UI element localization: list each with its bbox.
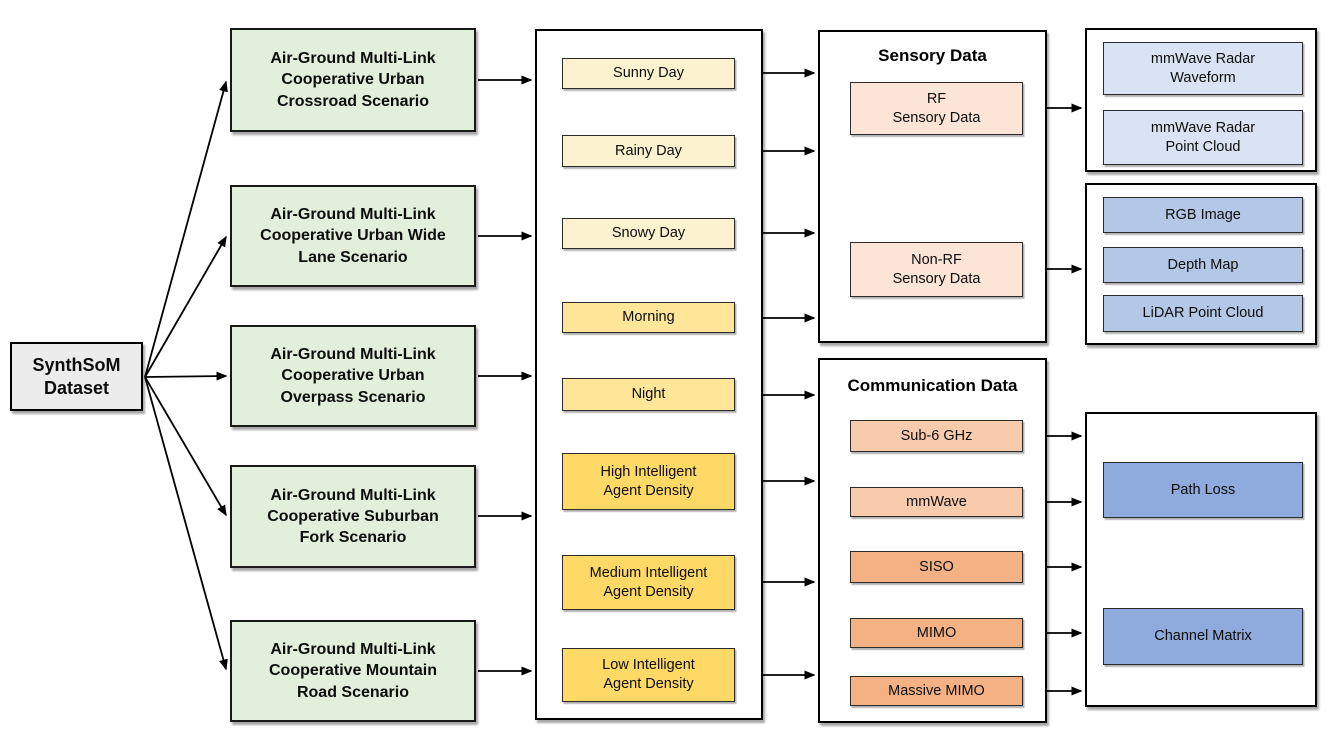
output-box-rgb-image: RGB Image — [1103, 197, 1303, 233]
non-rf-sensory-data-box: Non-RF Sensory Data — [850, 242, 1023, 297]
condition-box-morning: Morning — [562, 302, 735, 333]
comm-box-massive-mimo: Massive MIMO — [850, 676, 1023, 706]
comm-box-siso: SISO — [850, 551, 1023, 583]
condition-box-sunny-day: Sunny Day — [562, 58, 735, 89]
comm-box-mimo: MIMO — [850, 618, 1023, 648]
output-box-radar-point-cloud: mmWave Radar Point Cloud — [1103, 110, 1303, 165]
comm-box-mmwave: mmWave — [850, 487, 1023, 517]
scenario-box-suburban-fork: Air-Ground Multi-Link Cooperative Suburb… — [230, 465, 476, 568]
sensory-data-title: Sensory Data — [878, 46, 987, 65]
communication-data-title: Communication Data — [847, 376, 1018, 395]
condition-box-rainy-day: Rainy Day — [562, 135, 735, 167]
output-box-depth-map: Depth Map — [1103, 247, 1303, 283]
condition-box-snowy-day: Snowy Day — [562, 218, 735, 249]
condition-box-medium-agent-density: Medium Intelligent Agent Density — [562, 555, 735, 610]
scenario-box-urban-overpass: Air-Ground Multi-Link Cooperative Urban … — [230, 325, 476, 427]
conditions-group — [535, 29, 763, 720]
communication-data-group: Communication Data — [818, 358, 1047, 723]
rf-sensory-data-box: RF Sensory Data — [850, 82, 1023, 135]
output-box-lidar-point-cloud: LiDAR Point Cloud — [1103, 295, 1303, 332]
condition-box-night: Night — [562, 378, 735, 411]
condition-box-high-agent-density: High Intelligent Agent Density — [562, 453, 735, 510]
output-box-channel-matrix: Channel Matrix — [1103, 608, 1303, 665]
output-box-path-loss: Path Loss — [1103, 462, 1303, 518]
comm-box-sub6ghz: Sub-6 GHz — [850, 420, 1023, 452]
scenario-box-urban-crossroad: Air-Ground Multi-Link Cooperative Urban … — [230, 28, 476, 132]
scenario-box-mountain-road: Air-Ground Multi-Link Cooperative Mounta… — [230, 620, 476, 722]
scenario-box-urban-wide-lane: Air-Ground Multi-Link Cooperative Urban … — [230, 185, 476, 287]
condition-box-low-agent-density: Low Intelligent Agent Density — [562, 648, 735, 702]
output-box-radar-waveform: mmWave Radar Waveform — [1103, 42, 1303, 95]
dataset-root-box: SynthSoM Dataset — [10, 342, 143, 411]
